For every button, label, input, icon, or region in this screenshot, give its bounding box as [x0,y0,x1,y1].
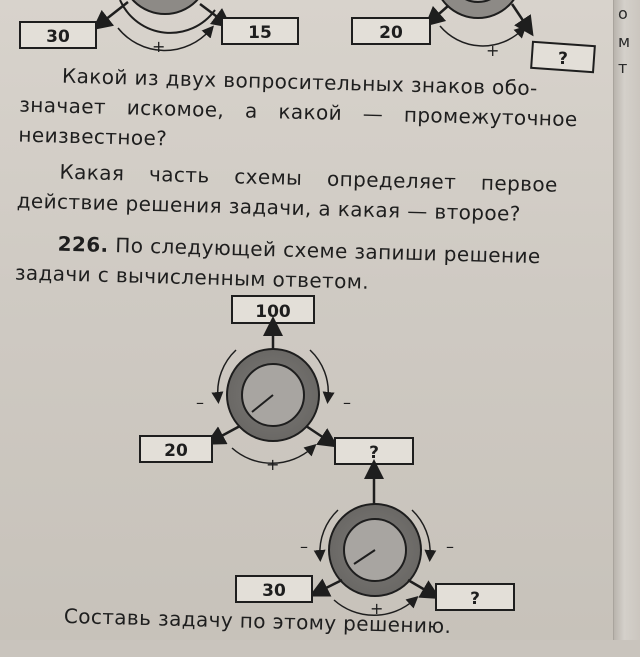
plus-sign: + [486,41,499,60]
edge-letter: м [618,32,631,51]
box-value: 20 [164,441,188,461]
scheme-box-right [435,583,515,611]
task-number: 226. [57,231,109,257]
minus-sign: – [196,393,204,412]
box-value: ? [369,443,379,463]
top-scheme-left: 30 15 + [19,0,299,56]
adjacent-page-edge: о м т [613,0,640,640]
task-text: По следующей схеме запиши решение [115,233,541,269]
plus-sign: + [370,599,383,618]
scheme-box [530,40,596,74]
scheme-2: – – + 30 ? [235,503,515,618]
textbook-page: о м т 30 15 + [0,0,640,640]
box-value: ? [470,589,480,609]
scheme-box [221,17,299,45]
minus-sign: – [343,393,351,412]
box-value: ? [558,49,568,69]
scheme-box [19,21,97,49]
minus-sign: – [300,537,308,556]
box-value: 30 [46,27,70,47]
scheme-box-left [235,575,313,603]
edge-letter: о [618,4,628,23]
schemes-layer: 30 15 + 20 ? + 100 [19,0,596,618]
edge-letter: т [618,58,628,77]
plus-sign: + [152,37,165,56]
plus-sign: + [266,455,279,474]
box-value: 20 [379,23,403,43]
minus-sign: – [446,537,454,556]
box-value: 30 [262,581,286,601]
scheme-box [351,17,431,45]
task-footer: Составь задачу по этому решению. [63,603,452,639]
scheme-1: 100 – – + 20 ? [139,295,414,474]
scheme-box-left [139,435,213,463]
top-scheme-right: 20 ? + [351,0,596,74]
box-value: 15 [248,23,272,43]
